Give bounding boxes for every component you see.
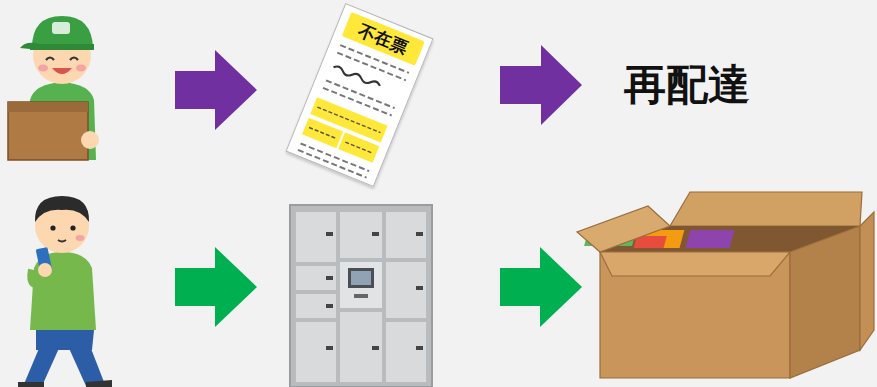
parcel-locker-part — [416, 286, 423, 290]
delivery-person-part — [8, 102, 88, 160]
parcel-locker-part — [326, 276, 333, 280]
delivery-person-part — [52, 22, 70, 34]
open-box-part — [686, 230, 735, 248]
open-box-part — [790, 226, 860, 378]
parcel-locker — [290, 205, 432, 387]
redelivery-text-node: 再配達 — [582, 40, 792, 130]
flow-arrow — [500, 247, 582, 327]
customer-person — [18, 196, 112, 387]
parcel-locker-part — [290, 205, 432, 387]
open-box-part — [670, 192, 862, 226]
customer-person-part — [35, 196, 89, 222]
delivery-person-part — [32, 16, 93, 48]
customer-person-part — [76, 235, 85, 241]
customer-person-part — [58, 240, 66, 242]
customer-person-part — [86, 380, 112, 387]
node-text: 再配達 — [624, 57, 750, 113]
parcel-locker-part — [326, 304, 333, 308]
flow-arrow — [175, 247, 257, 327]
parcel-locker-part — [354, 294, 368, 298]
slip-yellow-box — [302, 118, 343, 149]
slip-squiggle — [333, 65, 381, 88]
open-box-part — [600, 252, 790, 378]
customer-person-part — [38, 263, 52, 277]
parcel-locker-part — [386, 322, 426, 382]
parcel-locker-part — [296, 294, 336, 318]
parcel-locker-part — [386, 212, 426, 258]
parcel-locker-part — [326, 346, 333, 350]
open-box-part — [577, 206, 670, 252]
customer-person-part — [18, 382, 44, 387]
open-box-part — [860, 212, 874, 350]
parcel-locker-part — [351, 271, 371, 285]
delivery-person-part — [76, 65, 86, 72]
open-box-part — [600, 252, 790, 276]
customer-person-part — [50, 225, 55, 230]
parcel-locker-part — [416, 232, 423, 236]
delivery-person-part — [46, 58, 54, 61]
parcel-locker-part — [340, 312, 382, 382]
slip-paper: 不在票 — [286, 3, 434, 187]
block-arrow — [500, 45, 582, 125]
slip-title: 不在票 — [342, 12, 425, 66]
slip-dash-line — [318, 107, 381, 132]
absence-slip: 不在票 — [270, 0, 500, 190]
parcel-locker-part — [372, 346, 379, 350]
parcel-locker-part — [296, 266, 336, 290]
customer-person-part — [70, 225, 75, 230]
parcel-locker-part — [340, 262, 382, 308]
delivery-person-part — [8, 102, 88, 112]
parcel-locker-part — [326, 232, 333, 236]
parcel-locker-part — [386, 262, 426, 318]
delivery-person — [8, 16, 99, 160]
flow-arrow — [175, 50, 257, 130]
parcel-locker-part — [372, 232, 379, 236]
customer-person-part — [68, 346, 104, 386]
slip-dash-line — [346, 142, 373, 153]
slip-dash-line — [309, 128, 336, 139]
delivery-person-part — [81, 131, 99, 149]
customer-person-part — [24, 346, 60, 386]
parcel-locker-part — [416, 346, 423, 350]
slip-yellow-box — [338, 132, 379, 163]
parcel-locker-part — [296, 212, 336, 262]
delivery-person-part — [70, 58, 78, 61]
parcel-locker-part — [348, 268, 374, 288]
delivery-person-part — [20, 43, 40, 50]
parcel-locker-part — [340, 212, 382, 258]
parcel-locker-part — [296, 322, 336, 382]
delivery-person-part — [52, 68, 72, 74]
delivery-person-part — [38, 65, 48, 72]
open-box — [577, 192, 874, 378]
